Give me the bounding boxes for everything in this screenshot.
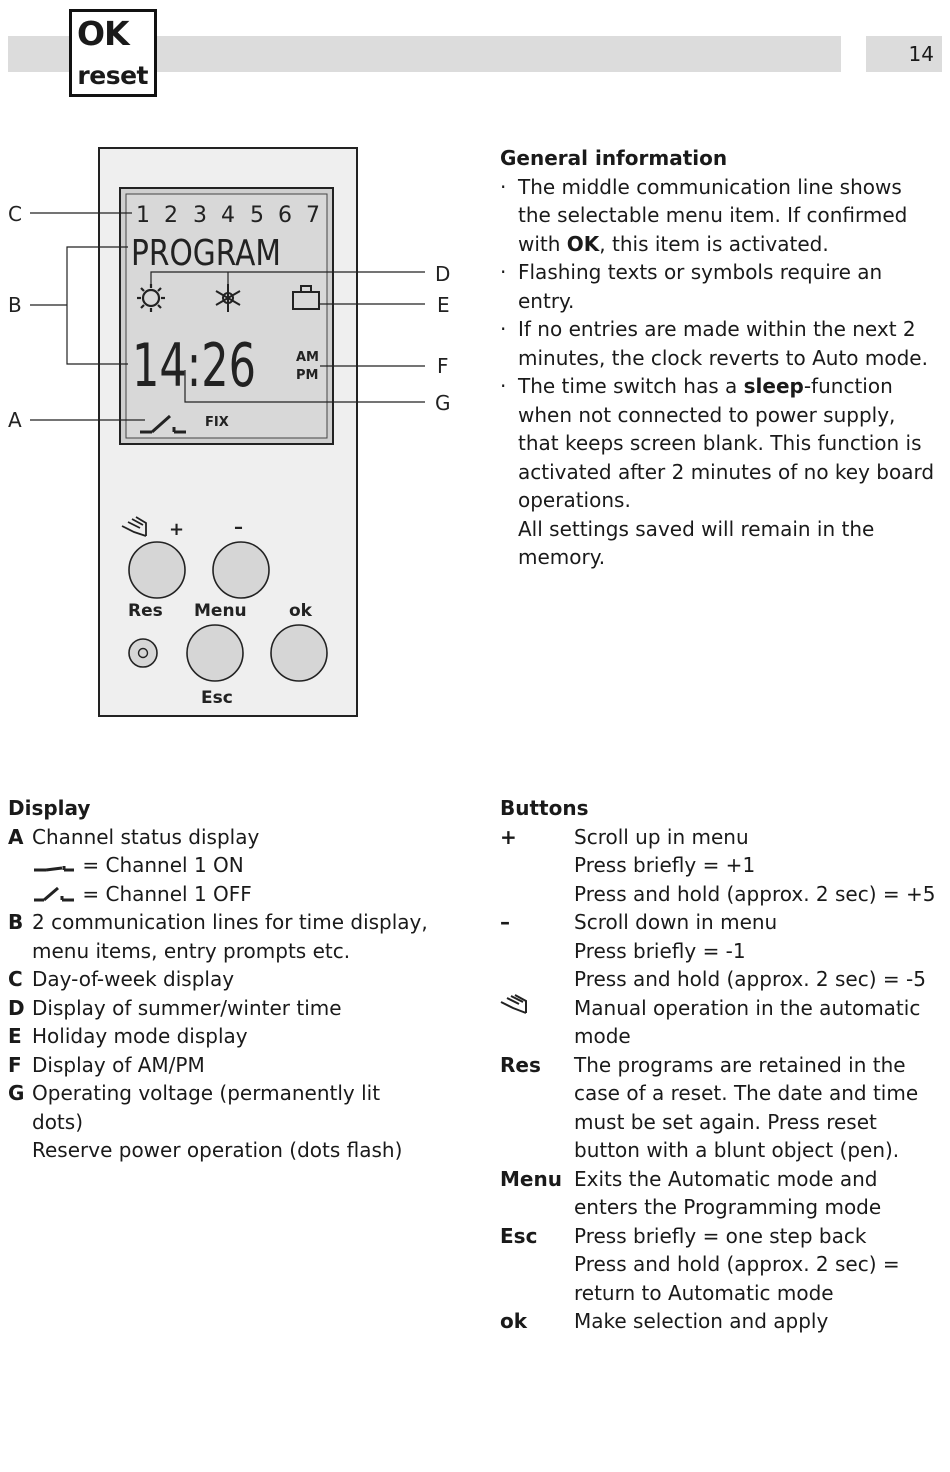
general-information: General information ·The middle communic… — [500, 144, 940, 572]
callout-d: D — [435, 262, 450, 286]
reset-hole — [137, 647, 149, 659]
callout-c: C — [8, 202, 22, 226]
callout-b: B — [8, 293, 22, 317]
hand-icon — [121, 516, 147, 537]
fix-label: FIX — [205, 415, 229, 430]
reset-button — [128, 638, 158, 668]
menu-esc-button — [186, 624, 244, 682]
general-heading: General information — [500, 146, 728, 170]
minus-button — [212, 541, 270, 599]
callout-f: F — [437, 354, 449, 378]
hand-legend-icon — [500, 993, 527, 1014]
day-6: 6 — [278, 203, 292, 228]
callout-a: A — [8, 408, 22, 432]
callout-lines — [30, 212, 425, 421]
ok-label: ok — [289, 601, 313, 621]
ok-reset-logo: OK reset — [69, 9, 157, 97]
snowflake-icon — [215, 284, 241, 312]
display-channel-on: = Channel 1 ON — [8, 851, 428, 880]
suitcase-icon — [292, 285, 320, 310]
page-number-bar — [866, 36, 942, 72]
buttons-heading: Buttons — [500, 796, 589, 820]
device-diagram: 1 2 3 4 5 6 7 PROGRAM 14:26 AM PM FIX — [8, 147, 451, 717]
page-number: 14 — [908, 42, 934, 66]
time-display: 14:26 — [132, 331, 256, 401]
res-label: Res — [128, 601, 163, 621]
general-bullet-1: ·The middle communication line shows the… — [500, 174, 908, 256]
minus-label: – — [234, 517, 243, 538]
button-hand-desc: Manual operation in the automatic mode — [500, 993, 940, 1051]
day-of-week-display: 1 2 3 4 5 6 7 — [136, 203, 320, 228]
logo-ok-text: OK — [77, 14, 130, 53]
day-4: 4 — [221, 203, 235, 228]
am-indicator: AM — [296, 350, 319, 365]
menu-label: Menu — [194, 601, 247, 621]
esc-label: Esc — [201, 688, 233, 708]
general-bullet-4: ·The time switch has a sleep-function wh… — [500, 374, 935, 569]
day-7: 7 — [306, 203, 320, 228]
callout-g: G — [435, 391, 451, 415]
plus-button — [128, 541, 186, 599]
logo-reset-text: reset — [77, 61, 148, 90]
display-channel-off: = Channel 1 OFF — [8, 880, 428, 909]
general-bullet-3: ·If no entries are made within the next … — [500, 317, 928, 370]
day-2: 2 — [164, 203, 178, 228]
channel-off-legend-icon — [34, 886, 74, 902]
pm-indicator: PM — [296, 368, 318, 383]
general-bullet-2: ·Flashing texts or symbols require an en… — [500, 260, 883, 313]
day-5: 5 — [250, 203, 264, 228]
callout-e: E — [437, 293, 450, 317]
channel-on-icon — [34, 865, 74, 871]
plus-label: + — [169, 519, 184, 540]
display-heading: Display — [8, 796, 91, 820]
day-1: 1 — [136, 203, 150, 228]
ok-button — [270, 624, 328, 682]
channel-off-icon — [140, 414, 186, 434]
day-3: 3 — [193, 203, 207, 228]
program-text: PROGRAM — [131, 233, 281, 274]
lcd-screen — [125, 193, 328, 439]
